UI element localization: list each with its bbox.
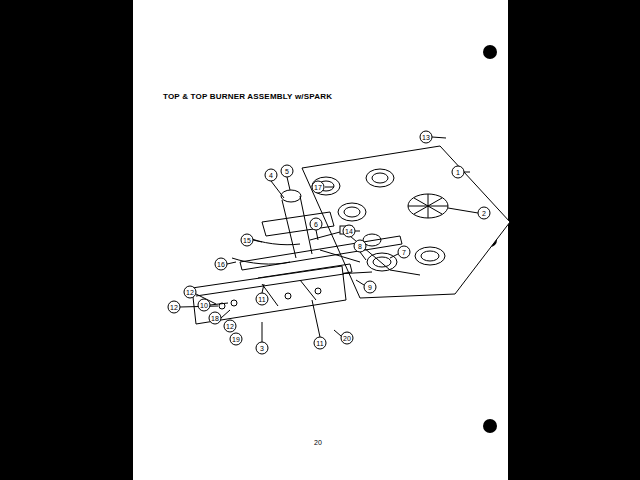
punch-hole [483, 45, 497, 59]
callout-number: 14 [345, 228, 353, 235]
callout-number: 17 [314, 184, 322, 191]
callout-circle [241, 234, 253, 246]
callout-number: 5 [285, 168, 289, 175]
callout-circle [341, 332, 353, 344]
callout-number: 9 [368, 284, 372, 291]
callout-circle [314, 337, 326, 349]
callout-number: 1 [456, 169, 460, 176]
callout-circle [209, 312, 221, 324]
callout-number: 2 [482, 210, 486, 217]
callout-circle [230, 333, 242, 345]
callout-circle [364, 281, 376, 293]
callout-circle [184, 286, 196, 298]
burner-grate [408, 194, 448, 218]
callout-number: 20 [343, 335, 351, 342]
callout-number: 11 [258, 296, 265, 303]
callout-circle [420, 131, 432, 143]
callout-number: 6 [314, 221, 318, 228]
callout-number: 16 [217, 261, 225, 268]
callout-number: 12 [186, 289, 194, 296]
callout-circle [198, 299, 210, 311]
diagram-title: TOP & TOP BURNER ASSEMBLY w/SPARK [163, 93, 332, 101]
callout-circle [256, 342, 268, 354]
callout-number: 15 [243, 237, 251, 244]
callout-circle [478, 207, 490, 219]
callout-circle [312, 181, 324, 193]
callout-number: 19 [232, 336, 240, 343]
callout-circle [265, 169, 277, 181]
callout-circle [310, 218, 322, 230]
callout-circle [168, 301, 180, 313]
callout-circle [281, 165, 293, 177]
punch-hole [483, 419, 497, 433]
callout-circle [354, 240, 366, 252]
callout-circle [343, 225, 355, 237]
callout-circle [224, 320, 236, 332]
callout-number: 7 [402, 249, 406, 256]
callout-number: 4 [269, 172, 273, 179]
callout-circle [398, 246, 410, 258]
callout-circle [215, 258, 227, 270]
control-panel [192, 266, 346, 324]
callout-number: 8 [358, 243, 362, 250]
callout-number: 3 [260, 345, 264, 352]
callout-number: 10 [200, 302, 208, 309]
callout-number: 13 [422, 134, 430, 141]
callout-circle [256, 293, 268, 305]
callout-number: 12 [170, 304, 178, 311]
page-number: 20 [314, 439, 322, 446]
callout-circle [452, 166, 464, 178]
leader-lines [180, 137, 478, 342]
callout-number: 11 [316, 340, 323, 347]
callout-number: 18 [211, 315, 219, 322]
control-knobs [219, 288, 321, 309]
callout-number: 12 [226, 323, 234, 330]
